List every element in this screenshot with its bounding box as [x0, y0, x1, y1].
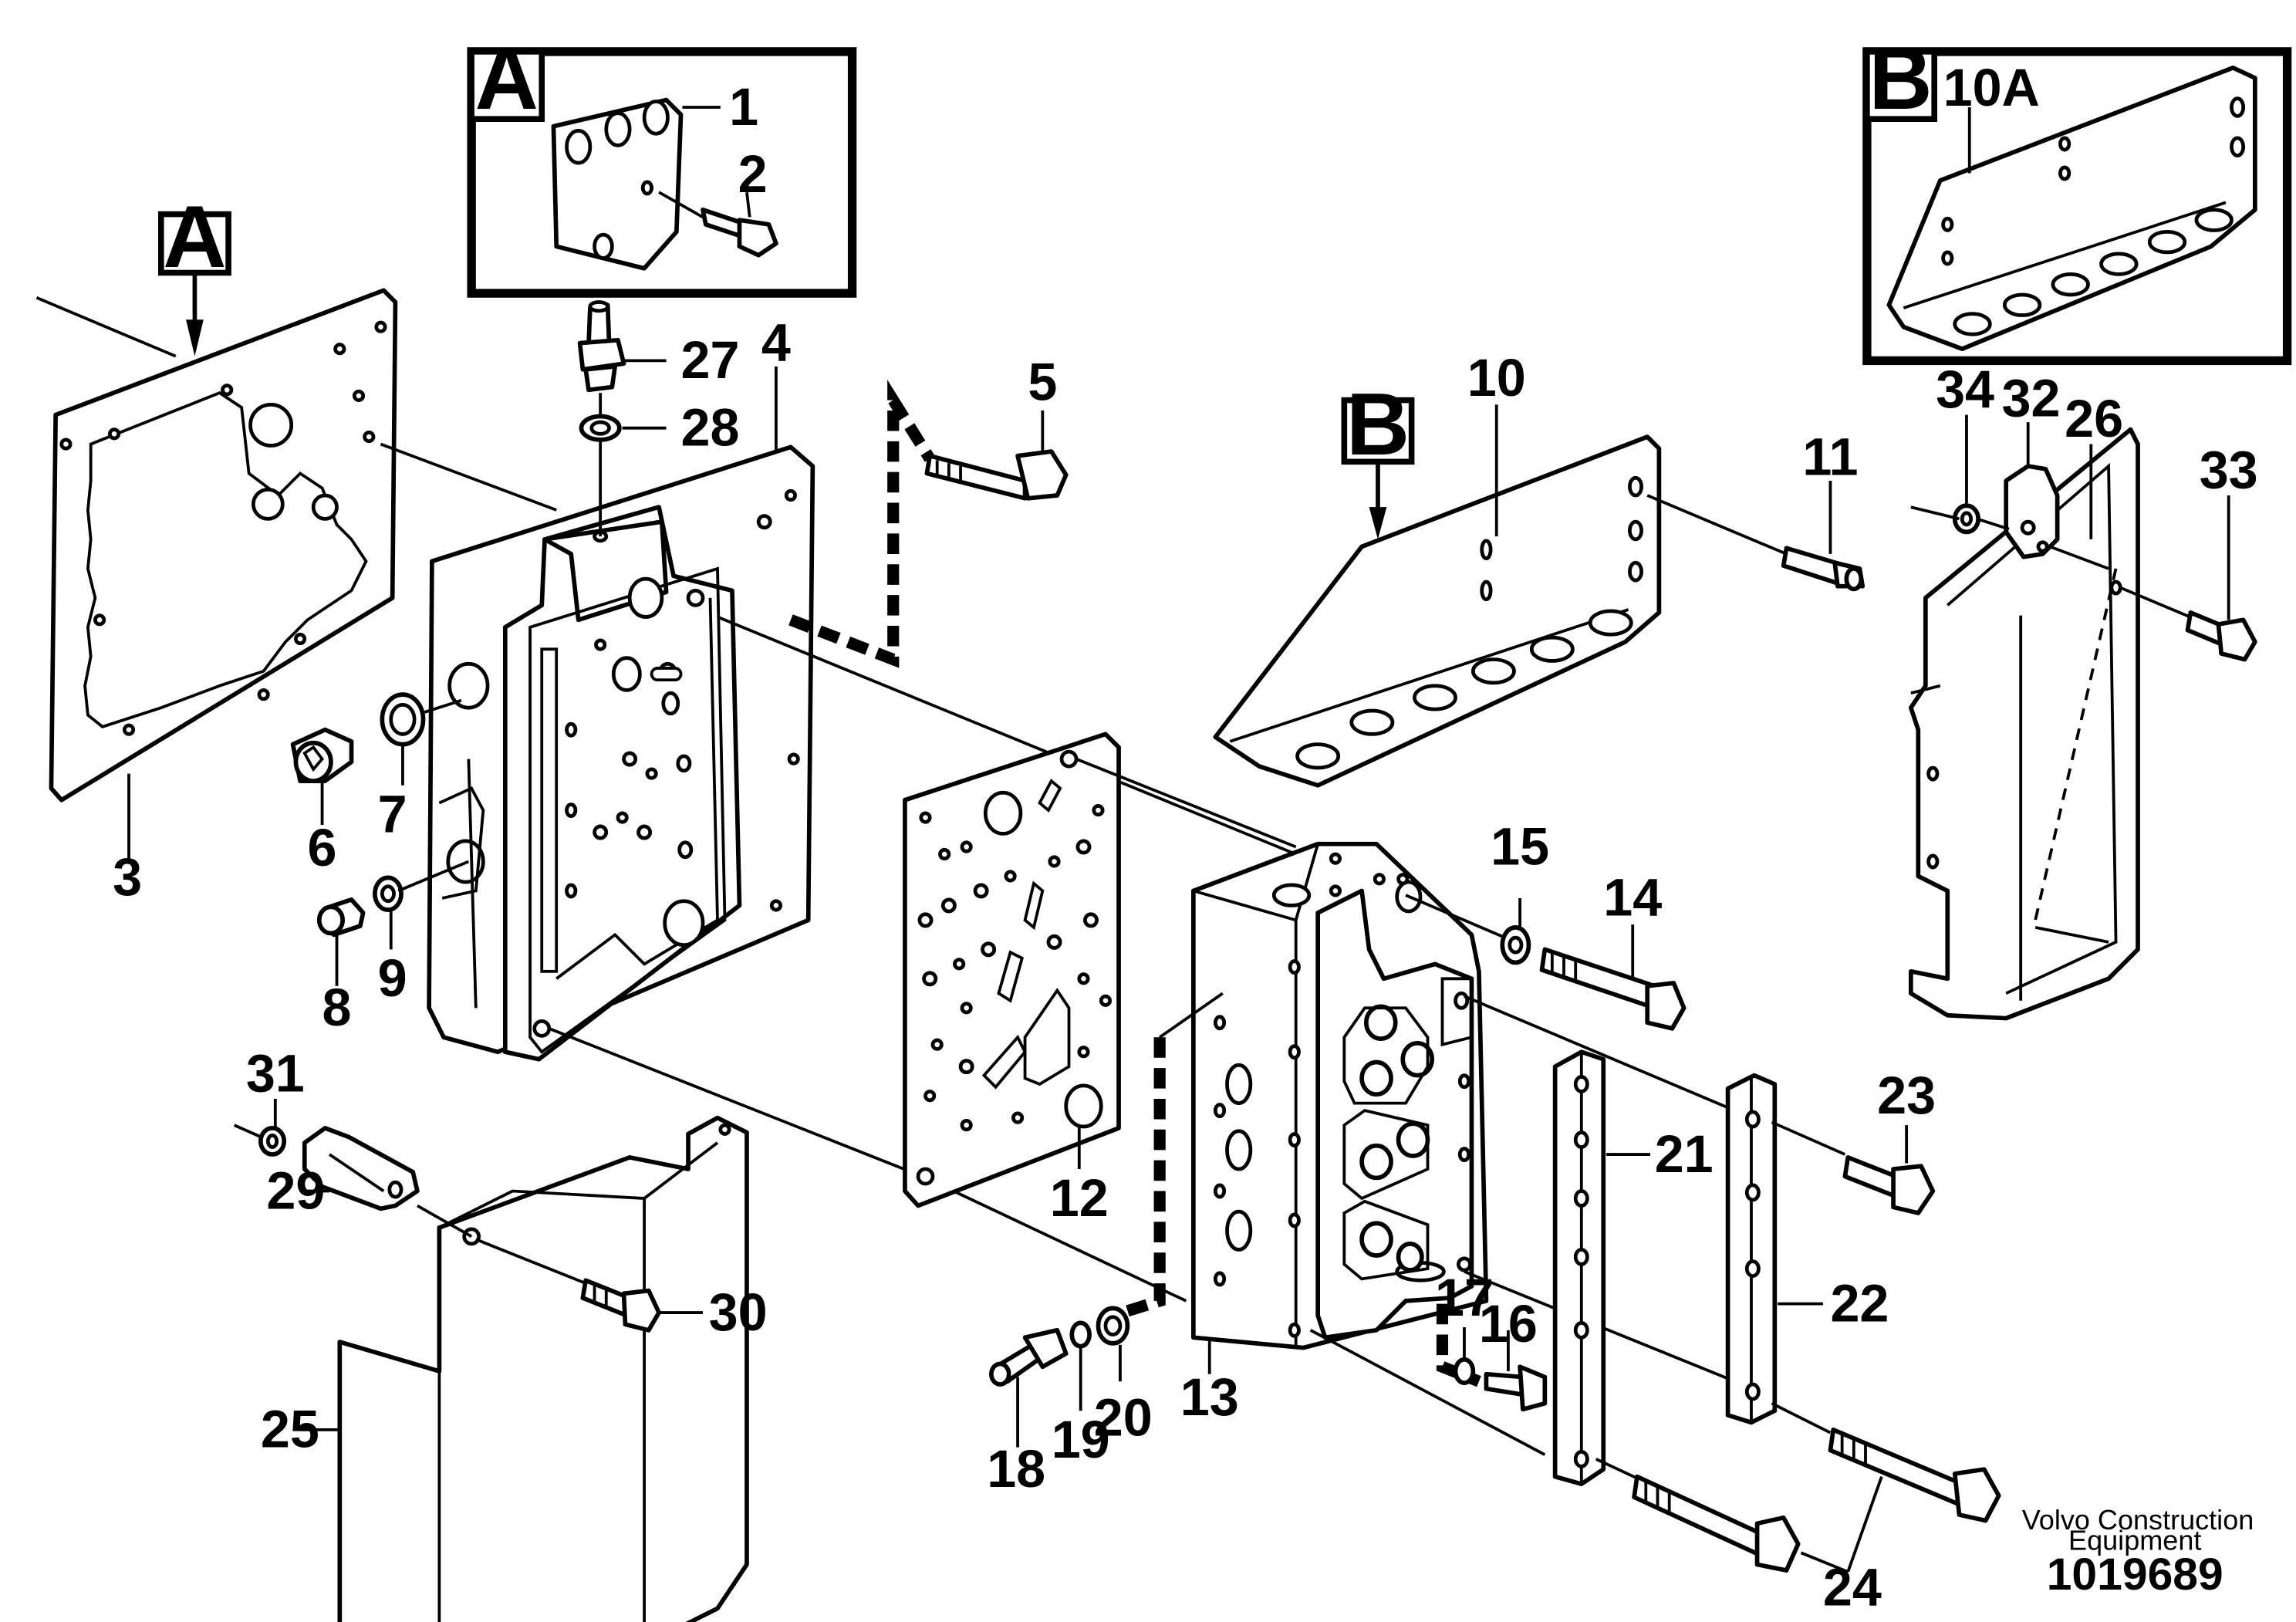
- label-19: 19: [1052, 1411, 1110, 1469]
- seal-ring-28: [579, 414, 622, 442]
- label-1: 1: [729, 78, 758, 137]
- marker-b: B: [1341, 376, 1415, 539]
- label-10a: 10A: [1943, 59, 2040, 117]
- marker-b-letter: B: [1346, 376, 1410, 474]
- label-10: 10: [1467, 349, 1526, 407]
- label-30: 30: [709, 1283, 768, 1342]
- bolt-30: [580, 1278, 661, 1333]
- bolt-14: [1539, 947, 1687, 1031]
- label-27: 27: [681, 331, 740, 390]
- bolt-11: [1781, 546, 1866, 592]
- label-17: 17: [1435, 1269, 1494, 1327]
- label-20: 20: [1094, 1388, 1153, 1447]
- washer-15: [1500, 925, 1531, 965]
- document-number: 1019689: [2047, 1549, 2223, 1600]
- bolt-24-b: [1828, 1428, 2001, 1523]
- valve-housing-4: [427, 444, 815, 1062]
- label-8: 8: [322, 978, 352, 1037]
- gasket-3: [49, 288, 398, 803]
- marker-a-letter: A: [163, 188, 226, 286]
- label-3: 3: [113, 848, 142, 907]
- label-18: 18: [987, 1440, 1045, 1499]
- label-34: 34: [1936, 360, 1994, 419]
- label-28: 28: [681, 398, 740, 457]
- bracket-10: [1213, 434, 1662, 788]
- label-5: 5: [1028, 353, 1057, 412]
- credit-line-1: Volvo Construction: [2022, 1504, 2254, 1536]
- inset-b-letter: B: [1869, 30, 1932, 128]
- inset-a-letter: A: [475, 30, 539, 128]
- strip-22: [1725, 1073, 1778, 1425]
- label-24: 24: [1823, 1559, 1882, 1617]
- label-22: 22: [1830, 1274, 1889, 1333]
- separator-plate-12: [903, 732, 1121, 1208]
- label-13: 13: [1180, 1368, 1239, 1427]
- detail-inset-b: B: [1862, 30, 2292, 366]
- clamp-32: [2004, 464, 2060, 559]
- seal-ring-7: [380, 692, 426, 747]
- label-9: 9: [378, 949, 407, 1008]
- oring-17: [1453, 1357, 1476, 1386]
- label-31: 31: [246, 1044, 305, 1103]
- cover-25: [337, 1115, 749, 1622]
- plug-6: [290, 727, 354, 783]
- label-2: 2: [738, 145, 768, 204]
- label-7: 7: [378, 786, 407, 844]
- plug-8: [316, 897, 366, 938]
- label-33: 33: [2200, 441, 2258, 500]
- credit-line-2: Equipment: [2068, 1525, 2201, 1556]
- washer-20: [1096, 1306, 1130, 1346]
- label-21: 21: [1655, 1125, 1714, 1184]
- bolt-33: [2185, 610, 2257, 662]
- oring-19: [1069, 1320, 1092, 1349]
- label-29: 29: [266, 1161, 325, 1220]
- valve-block-13: [1190, 841, 1489, 1350]
- washer-31: [258, 1126, 287, 1157]
- label-26: 26: [2065, 390, 2123, 448]
- seal-ring-9: [373, 875, 403, 912]
- sensor-18: [989, 1327, 1069, 1387]
- marker-a: A: [157, 188, 231, 357]
- label-23: 23: [1877, 1066, 1936, 1125]
- strip-21: [1552, 1049, 1606, 1486]
- label-6: 6: [308, 819, 337, 877]
- label-15: 15: [1491, 817, 1549, 876]
- label-11: 11: [1802, 427, 1858, 486]
- label-4: 4: [761, 313, 791, 372]
- bolt-23: [1842, 1155, 1936, 1215]
- label-32: 32: [2001, 370, 2060, 428]
- clamp-29: [302, 1126, 420, 1211]
- bolt-5: [924, 449, 1069, 501]
- bolt-16: [1484, 1364, 1548, 1412]
- label-12: 12: [1050, 1169, 1109, 1228]
- label-16: 16: [1479, 1295, 1538, 1353]
- bolt-24-a: [1632, 1474, 1801, 1573]
- plug-27: [577, 300, 626, 393]
- label-14: 14: [1603, 869, 1662, 928]
- label-25: 25: [261, 1401, 319, 1459]
- detail-inset-a: A: [467, 30, 857, 298]
